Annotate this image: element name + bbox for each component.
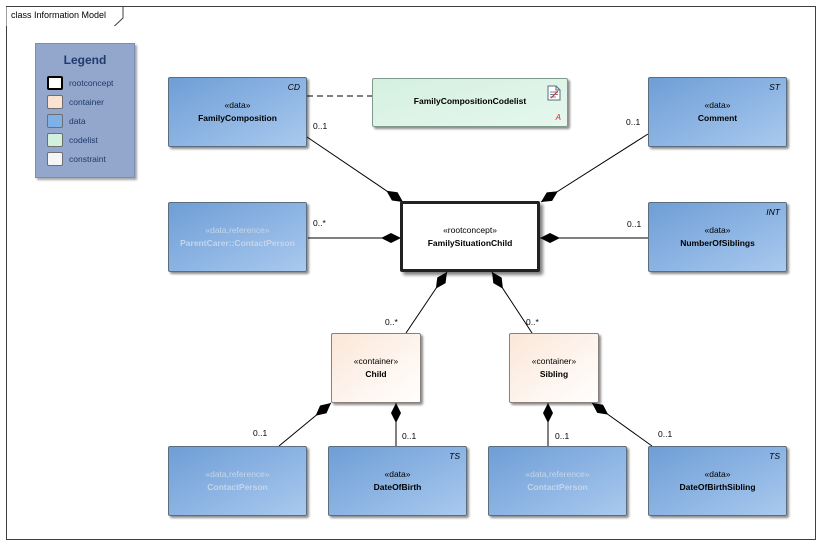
class-name: DateOfBirthSibling xyxy=(679,482,756,492)
stereotype-label: «data,reference» xyxy=(205,469,270,479)
connector-childcontact xyxy=(278,402,332,447)
class-name: Sibling xyxy=(539,369,569,379)
codelist-icon xyxy=(547,85,561,101)
class-parentcarer-contactperson[interactable]: «data,reference» ParentCarer::ContactPer… xyxy=(168,202,307,272)
stereotype-label: «container» xyxy=(353,356,399,366)
type-tag: ST xyxy=(769,82,780,92)
class-comment[interactable]: ST «data» Comment xyxy=(648,77,787,147)
connector-comment xyxy=(540,133,649,203)
legend-label: data xyxy=(69,116,86,126)
class-child[interactable]: «container» Child xyxy=(331,333,421,403)
class-name: FamilyComposition xyxy=(198,113,277,123)
stereotype-label: «data,reference» xyxy=(525,469,590,479)
connector-sibling xyxy=(491,271,533,334)
class-name: NumberOfSiblings xyxy=(680,238,755,248)
legend-title: Legend xyxy=(63,53,107,67)
class-name: Comment xyxy=(697,113,738,123)
stereotype-label: «data» xyxy=(224,100,251,110)
stereotype-label: «data,reference» xyxy=(205,225,270,235)
multiplicity-familycomposition: 0..1 xyxy=(313,121,328,131)
abstract-marker: A xyxy=(555,113,561,122)
multiplicity-child: 0..* xyxy=(385,317,398,327)
legend-item-constraint: constraint xyxy=(47,152,132,168)
multiplicity-childcontact: 0..1 xyxy=(253,428,268,438)
legend-label: container xyxy=(69,97,104,107)
type-tag: TS xyxy=(449,451,460,461)
legend-swatch-container xyxy=(47,95,63,109)
diagram-frame xyxy=(6,6,816,540)
class-name: ParentCarer::ContactPerson xyxy=(180,238,295,248)
class-sibling-contactperson[interactable]: «data,reference» ContactPerson xyxy=(488,446,627,516)
multiplicity-numberofsiblings: 0..1 xyxy=(627,219,642,229)
legend-item-codelist: codelist xyxy=(47,133,132,149)
multiplicity-dateofbirth: 0..1 xyxy=(402,431,417,441)
connector-familycomposition xyxy=(306,136,404,203)
legend-swatch-data xyxy=(47,114,63,128)
legend-item-data: data xyxy=(47,114,132,130)
multiplicity-comment: 0..1 xyxy=(626,117,641,127)
legend-swatch-codelist xyxy=(47,133,63,147)
class-name: ContactPerson xyxy=(207,482,268,492)
class-familycompositioncodelist[interactable]: A FamilyCompositionCodelist xyxy=(372,78,568,127)
stereotype-label: «data» xyxy=(704,100,731,110)
legend-label: codelist xyxy=(69,135,98,145)
legend: Legend rootconcept container data codeli… xyxy=(35,43,135,178)
legend-item-rootconcept: rootconcept xyxy=(47,76,132,92)
type-tag: TS xyxy=(769,451,780,461)
legend-swatch-constraint xyxy=(47,152,63,166)
multiplicity-parentcarer: 0..* xyxy=(313,218,326,228)
class-sibling[interactable]: «container» Sibling xyxy=(509,333,599,403)
stereotype-label: «data» xyxy=(704,225,731,235)
diagram-title: class Information Model xyxy=(11,10,107,20)
class-child-contactperson[interactable]: «data,reference» ContactPerson xyxy=(168,446,307,516)
legend-label: rootconcept xyxy=(69,78,114,88)
class-name: FamilySituationChild xyxy=(427,237,513,248)
class-dateofbirth[interactable]: TS «data» DateOfBirth xyxy=(328,446,467,516)
class-numberofsiblings[interactable]: INT «data» NumberOfSiblings xyxy=(648,202,787,272)
class-name: Child xyxy=(365,369,387,379)
class-familycomposition[interactable]: CD «data» FamilyComposition xyxy=(168,77,307,147)
class-familysituationchild[interactable]: «rootconcept» FamilySituationChild xyxy=(400,201,540,272)
multiplicity-dateofbirthsibling: 0..1 xyxy=(658,429,673,439)
connector-child xyxy=(405,271,448,334)
class-dateofbirthsibling[interactable]: TS «data» DateOfBirthSibling xyxy=(648,446,787,516)
connector-dateofbirthsibling xyxy=(591,402,653,447)
frame-tab xyxy=(6,6,124,26)
type-tag: CD xyxy=(287,82,300,92)
class-name: FamilyCompositionCodelist xyxy=(413,96,527,106)
legend-label: constraint xyxy=(69,154,106,164)
class-name: ContactPerson xyxy=(527,482,588,492)
stereotype-label: «rootconcept» xyxy=(443,224,497,235)
legend-swatch-rootconcept xyxy=(47,76,63,90)
stereotype-label: «container» xyxy=(531,356,577,366)
multiplicity-siblingcontact: 0..1 xyxy=(555,431,570,441)
class-name: DateOfBirth xyxy=(373,482,422,492)
stereotype-label: «data» xyxy=(704,469,731,479)
type-tag: INT xyxy=(766,207,780,217)
stereotype-label: «data» xyxy=(384,469,411,479)
legend-item-container: container xyxy=(47,95,132,111)
multiplicity-sibling: 0..* xyxy=(526,317,539,327)
